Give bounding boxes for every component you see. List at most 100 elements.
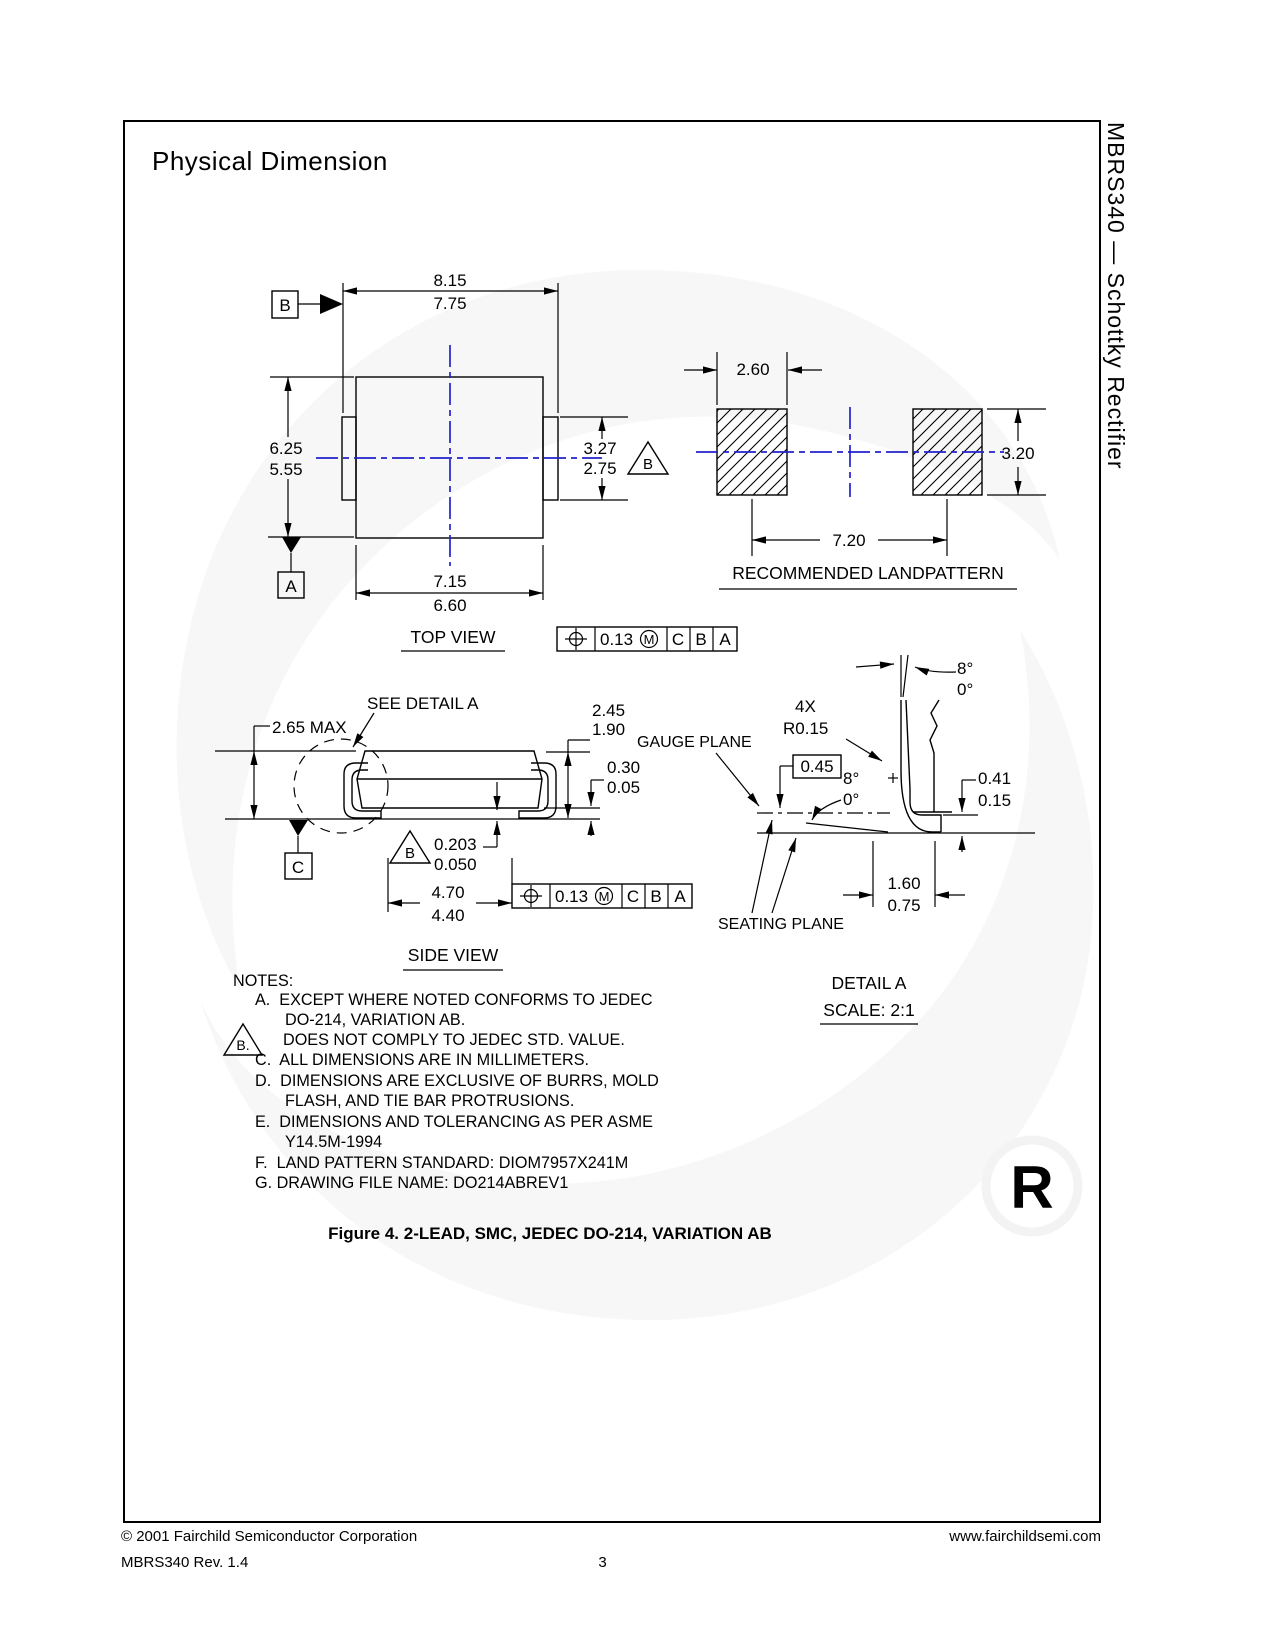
dim-pad-width: 2.60 (736, 360, 769, 379)
position-tolerance-icon (520, 885, 542, 907)
side-view-right-lead (518, 762, 557, 819)
registered-letter: R (1010, 1154, 1053, 1221)
watermark-swoosh-lower (200, 630, 1094, 1320)
note-b-flag: B. (236, 1037, 249, 1053)
dim-lead-max: 2.45 (592, 701, 625, 720)
notes-header: NOTES: (233, 972, 294, 990)
dim-top-angle-max: 8° (957, 659, 973, 678)
note-e-line1: E. DIMENSIONS AND TOLERANCING AS PER ASM… (255, 1113, 653, 1131)
note-f-line: F. LAND PATTERN STANDARD: DIOM7957X241M (255, 1154, 629, 1172)
dim-tab-max: 3.27 (583, 439, 616, 458)
dim-body-max: 7.15 (433, 572, 466, 591)
side-view-drawing: 2.65 MAX SEE DETAIL A C 2.45 1.90 0.30 0… (215, 694, 640, 971)
note-d-line2: FLASH, AND TIE BAR PROTRUSIONS. (285, 1092, 575, 1110)
fcf-tolerance: 0.13 (555, 887, 588, 906)
fcf-datum-2: B (650, 887, 661, 906)
feature-control-frame-side: 0.13 M C B A (511, 883, 693, 909)
datum-b-arrow (320, 294, 343, 314)
note-g-line: G. DRAWING FILE NAME: DO214ABREV1 (255, 1174, 569, 1192)
detail-a-drawing: 8° 0° 4X R0.15 GAUGE PLANE 0.45 8° 0° (637, 654, 1035, 1025)
fcf-datum-3: A (674, 887, 686, 906)
figure-caption: Figure 4. 2-LEAD, SMC, JEDEC DO-214, VAR… (328, 1224, 772, 1243)
footer-page-number: 3 (598, 1554, 607, 1571)
dim-height-max-side: 2.65 MAX (272, 718, 347, 737)
dim-overall-max: 8.15 (433, 271, 466, 290)
dim-foot-angle-max: 8° (843, 769, 859, 788)
detail-a-circle (293, 738, 389, 834)
note-b-triangle-icon: B. (222, 1022, 264, 1056)
fcf-datum-1: C (672, 630, 684, 649)
dim-foot-span-min: 4.40 (431, 906, 464, 925)
dim-standoff-min: 0.05 (607, 778, 640, 797)
dim-foot-height-max: 0.41 (978, 769, 1011, 788)
dim-pad-pitch: 7.20 (832, 531, 865, 550)
note-a-line1: A. EXCEPT WHERE NOTED CONFORMS TO JEDEC (255, 991, 653, 1009)
note-c-line: C. ALL DIMENSIONS ARE IN MILLIMETERS. (255, 1051, 590, 1069)
dim-foot-len-max: 1.60 (887, 874, 920, 893)
fcf-modifier: M (599, 889, 610, 904)
seating-plane-label: SEATING PLANE (718, 916, 844, 933)
note-e-line2: Y14.5M-1994 (285, 1133, 383, 1151)
modifier-circle-icon (639, 629, 659, 649)
note-a-line2: DO-214, VARIATION AB. (285, 1011, 466, 1029)
datum-a-label: A (285, 577, 297, 596)
dim-height-min: 5.55 (269, 460, 302, 479)
see-detail-a-label: SEE DETAIL A (367, 694, 479, 713)
position-tolerance-icon (565, 628, 587, 650)
datum-c-box (284, 852, 313, 880)
note-d-line1: D. DIMENSIONS ARE EXCLUSIVE OF BURRS, MO… (255, 1072, 659, 1090)
modifier-circle-icon (594, 886, 614, 906)
detail-body-break (929, 699, 940, 812)
dim-body-min: 6.60 (433, 596, 466, 615)
dim-thickness-min: 0.050 (434, 855, 477, 874)
dim-foot-angle-min: 0° (843, 790, 859, 809)
gauge-offset-value: 0.45 (800, 757, 833, 776)
fcf-datum-1: C (627, 887, 639, 906)
fcf-datum-2: B (695, 630, 706, 649)
datum-b-label: B (279, 296, 290, 315)
fcf-datum-3: A (719, 630, 731, 649)
radius-value: R0.15 (783, 719, 828, 738)
datum-a-box (277, 571, 305, 599)
note-b-flag-triangle (626, 440, 670, 475)
radius-count: 4X (795, 697, 816, 716)
foot-angle-line (805, 822, 889, 833)
registered-mark-icon: R (981, 1135, 1083, 1237)
dim-thickness-max: 0.203 (434, 835, 477, 854)
landpattern-label: RECOMMENDED LANDPATTERN (732, 563, 1004, 583)
note-b-flag-triangle-side (388, 829, 432, 864)
footer-website: www.fairchildsemi.com (949, 1528, 1101, 1545)
top-view-drawing: 8.15 7.75 B A 6.25 5.55 3.27 2.7 (268, 271, 670, 652)
datum-c-arrow (289, 820, 308, 836)
dim-pad-height: 3.20 (1001, 444, 1034, 463)
landpattern-drawing: 2.60 3.20 7.20 RECOMMENDED LANDPATTERN (684, 352, 1046, 590)
feature-control-frame-top: 0.13 M C B A (556, 626, 738, 652)
side-view-left-lead (343, 762, 382, 819)
dim-lead-min: 1.90 (592, 720, 625, 739)
datum-a-arrow (282, 537, 301, 553)
note-b-flag-label-side: B (405, 845, 415, 862)
gauge-plane-label: GAUGE PLANE (637, 734, 752, 751)
detail-lead-outer (900, 700, 941, 833)
note-b-line: DOES NOT COMPLY TO JEDEC STD. VALUE. (283, 1031, 625, 1049)
datum-c-label: C (292, 858, 304, 877)
page-title: Physical Dimension (152, 146, 388, 176)
detail-a-label: DETAIL A (832, 973, 907, 993)
dim-foot-span-max: 4.70 (431, 883, 464, 902)
dim-foot-height-min: 0.15 (978, 791, 1011, 810)
side-product-title: MBRS340 — Schottky Rectifier (1103, 122, 1129, 470)
fcf-tolerance: 0.13 (600, 630, 633, 649)
page-border (123, 120, 1101, 1523)
footer-copyright: © 2001 Fairchild Semiconductor Corporati… (121, 1528, 418, 1545)
dim-standoff-max: 0.30 (607, 758, 640, 777)
dim-foot-len-min: 0.75 (887, 896, 920, 915)
top-view-label: TOP VIEW (411, 627, 496, 647)
dim-height-max: 6.25 (269, 439, 302, 458)
footer-revision: MBRS340 Rev. 1.4 (121, 1554, 249, 1571)
dim-overall-min: 7.75 (433, 294, 466, 313)
fairchild-watermark: R (176, 270, 1094, 1320)
side-view-label: SIDE VIEW (408, 945, 499, 965)
fcf-modifier: M (644, 632, 655, 647)
